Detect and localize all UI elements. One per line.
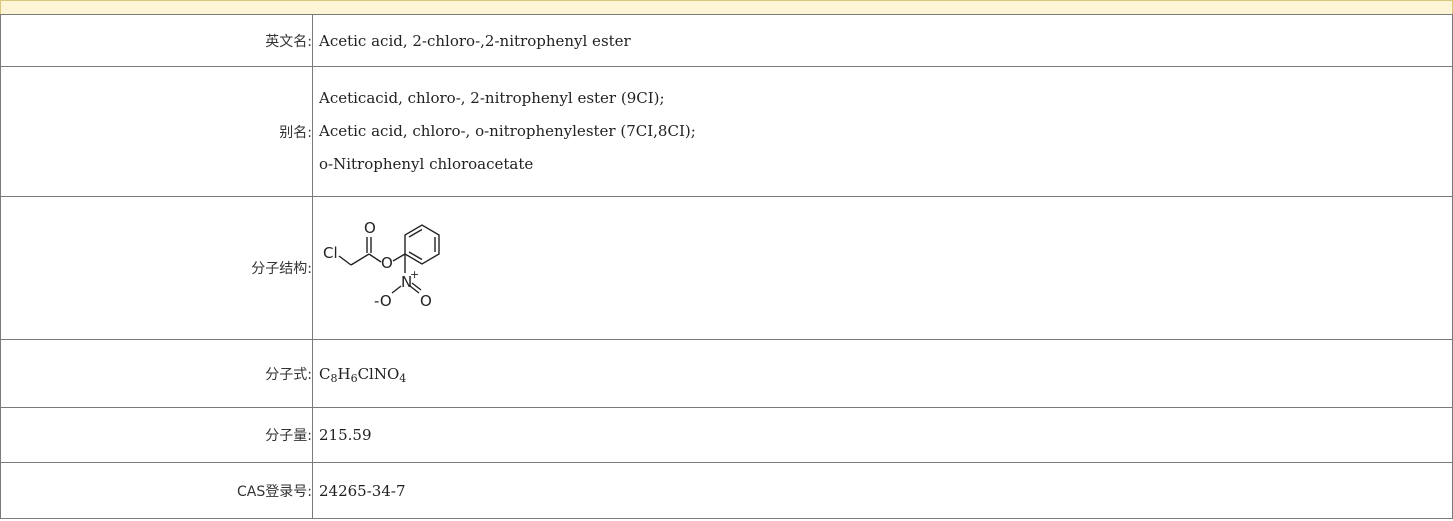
row-structure: 分子结构:	[0, 196, 1453, 340]
structure-atom-n: N	[401, 273, 412, 291]
structure-atom-cl: Cl	[323, 244, 338, 262]
structure-label: 分子结构:	[0, 196, 313, 340]
formula-label: 分子式:	[0, 339, 313, 408]
formula-part: C	[319, 364, 331, 383]
alias-line: o-Nitrophenyl chloroacetate	[319, 155, 534, 173]
row-formula: 分子式: C8H6ClNO4	[0, 339, 1453, 408]
cas-label: CAS登录号:	[0, 462, 313, 519]
formula-subscript: 6	[350, 371, 358, 385]
row-aliases: 别名: Aceticacid, chloro-, 2-nitrophenyl e…	[0, 66, 1453, 197]
formula-subscript: 4	[399, 371, 407, 385]
english-name-label: 英文名:	[0, 14, 313, 67]
compound-info-table: 英文名: Acetic acid, 2-chloro-,2-nitropheny…	[0, 14, 1453, 519]
row-molecular-weight: 分子量: 215.59	[0, 407, 1453, 463]
structure-value: Cl O O N + -O O	[312, 196, 1453, 340]
molecular-structure-image: Cl O O N + -O O	[323, 219, 440, 310]
english-name-value: Acetic acid, 2-chloro-,2-nitrophenyl est…	[312, 14, 1453, 67]
alias-line: Aceticacid, chloro-, 2-nitrophenyl ester…	[319, 89, 665, 107]
structure-atom-o-nitro: O	[420, 292, 432, 310]
alias-line: Acetic acid, chloro-, o-nitrophenylester…	[319, 122, 696, 140]
header-banner	[0, 0, 1453, 14]
formula-value: C8H6ClNO4	[312, 339, 1453, 408]
molecular-weight-value: 215.59	[312, 407, 1453, 463]
formula-part: ClNO	[357, 364, 400, 383]
row-english-name: 英文名: Acetic acid, 2-chloro-,2-nitropheny…	[0, 14, 1453, 67]
cas-value: 24265-34-7	[312, 462, 1453, 519]
structure-atom-o-ester: O	[381, 254, 393, 272]
molecular-weight-label: 分子量:	[0, 407, 313, 463]
structure-charge-plus: +	[410, 268, 419, 281]
formula-part: H	[337, 364, 351, 383]
aliases-value: Aceticacid, chloro-, 2-nitrophenyl ester…	[312, 66, 1453, 197]
formula-subscript: 8	[330, 371, 338, 385]
structure-atom-o-minus: -O	[374, 292, 392, 310]
row-cas: CAS登录号: 24265-34-7	[0, 462, 1453, 519]
structure-atom-o-carbonyl: O	[364, 219, 376, 237]
aliases-label: 别名:	[0, 66, 313, 197]
